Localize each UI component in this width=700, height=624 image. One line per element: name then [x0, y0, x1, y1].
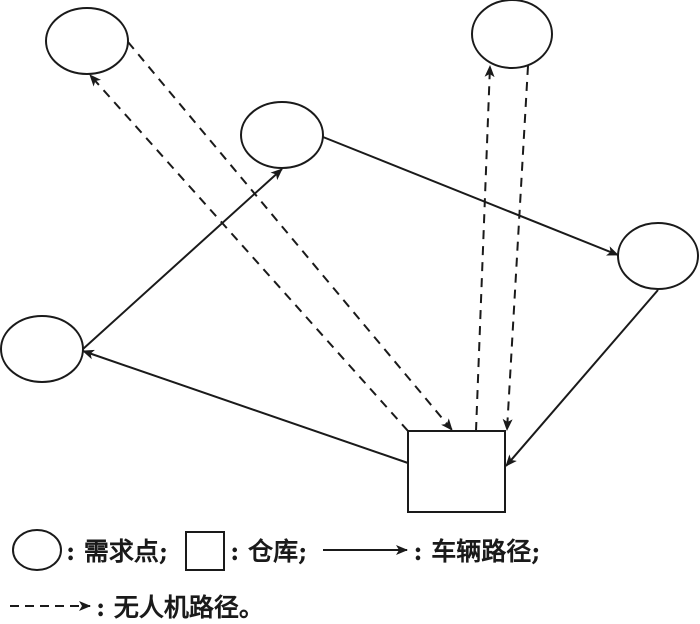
route-diagram [0, 0, 699, 513]
vehicle-edge-d3-d4 [322, 136, 619, 256]
legend-demand-icon [12, 529, 62, 571]
drone-edge-d2-w [502, 65, 529, 431]
legend-vehicle-label: : 车辆路径; [413, 537, 541, 566]
demand-node-d2 [471, 0, 553, 69]
drone-edge-w-d2 [475, 65, 495, 432]
legend-demand-label: : 需求点; [66, 537, 169, 566]
legend-drone-label: : 无人机路径。 [96, 593, 264, 622]
legend-vehicle-arrow-icon [323, 545, 409, 555]
vehicle-edge-w-d5 [82, 349, 409, 464]
demand-node-d4 [617, 222, 699, 290]
legend-warehouse-label: : 仓库; [230, 537, 308, 566]
vehicle-edge-d4-w [505, 289, 659, 467]
vehicle-edge-d5-d3 [82, 168, 283, 350]
warehouse-node [407, 430, 506, 513]
demand-node-d5 [0, 315, 84, 383]
legend-row-1: : 需求点; : 仓库; : 车辆路径; [10, 528, 555, 572]
drone-edge-d1-w [127, 41, 453, 431]
demand-node-d3 [240, 101, 324, 169]
legend-drone-arrow-icon [10, 601, 91, 611]
legend-warehouse-icon [185, 531, 226, 571]
legend-row-2: : 无人机路径。 [8, 588, 278, 624]
demand-node-d1 [45, 7, 129, 75]
